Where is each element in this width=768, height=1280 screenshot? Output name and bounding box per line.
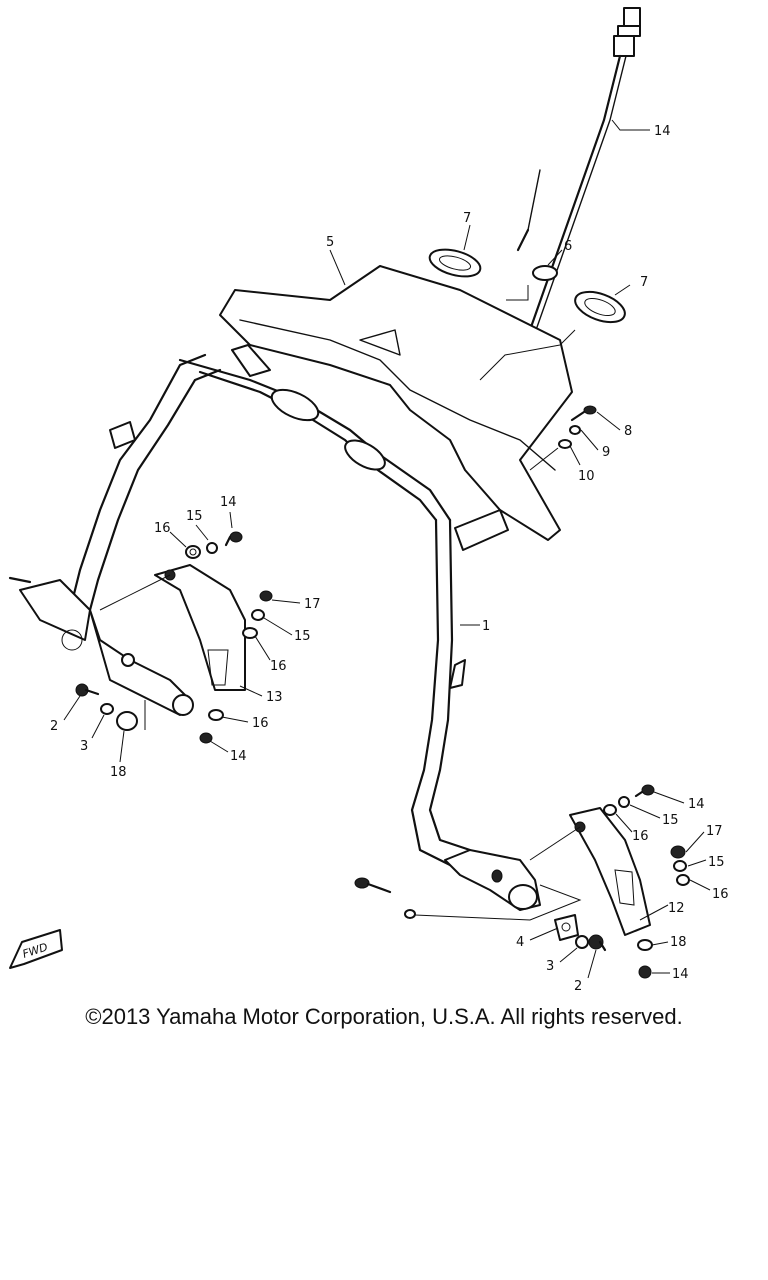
washer-part-15-right-upper — [618, 796, 630, 808]
washer-part-15-left-mid — [251, 609, 265, 621]
callout-15-left-mid: 15 — [294, 629, 311, 644]
copyright-notice: ©2013 Yamaha Motor Corporation, U.S.A. A… — [85, 1004, 683, 1029]
washer-part-16-left-mid — [242, 627, 258, 639]
callout-18-left: 18 — [110, 765, 127, 780]
parts-diagram: 14 7 5 6 7 8 9 10 1 14 15 16 17 15 16 13… — [8, 7, 729, 994]
bolt-part-14-right-upper — [634, 784, 655, 798]
washer-part-10 — [529, 439, 572, 471]
washer-part-15-left-upper — [206, 542, 218, 554]
callout-12: 12 — [668, 901, 685, 916]
bolt-left-of-right-bracket — [354, 877, 416, 919]
callout-17-left: 17 — [304, 597, 321, 612]
callout-16-right-upper: 16 — [632, 829, 649, 844]
nut-part-17-left — [259, 590, 273, 602]
callout-7-right: 7 — [640, 275, 648, 290]
bolt-part-14-left-upper — [224, 531, 243, 547]
callout-18-right: 18 — [670, 935, 687, 950]
callout-7-left: 7 — [463, 211, 471, 226]
callout-2-right: 2 — [574, 979, 582, 994]
callout-14-left-upper: 14 — [220, 495, 237, 510]
washer-part-16-left-upper — [185, 545, 201, 559]
callout-16-right-mid: 16 — [712, 887, 729, 902]
grommet-part-7-right — [559, 290, 626, 346]
callout-5: 5 — [326, 235, 334, 250]
callout-15-right-upper: 15 — [662, 813, 679, 828]
callout-labels: 14 7 5 6 7 8 9 10 1 14 15 16 17 15 16 13… — [50, 124, 729, 994]
washer-part-18-left — [116, 711, 138, 731]
washer-part-9 — [569, 425, 581, 435]
callout-6: 6 — [564, 239, 572, 254]
callout-14-left-low: 14 — [230, 749, 247, 764]
fwd-arrow-icon: FWD — [9, 929, 63, 969]
callout-16-left-mid: 16 — [270, 659, 287, 674]
callout-9: 9 — [602, 445, 610, 460]
washer-part-16-left-low — [208, 709, 224, 721]
callout-14-right-upper: 14 — [688, 797, 705, 812]
callout-3-right: 3 — [546, 959, 554, 974]
grommet-part-6 — [506, 265, 558, 301]
washer-part-18-right — [637, 939, 653, 951]
callout-2-left: 2 — [50, 719, 58, 734]
plate-part-12 — [569, 807, 651, 936]
callout-14-right-low: 14 — [672, 967, 689, 982]
leader-lines — [63, 119, 711, 979]
washer-part-16-right-upper — [603, 804, 617, 816]
left-bracket — [8, 576, 194, 716]
washer-part-3-right — [575, 935, 589, 949]
grommet-part-7-left — [428, 248, 482, 278]
bolt-part-14-left-low — [199, 732, 213, 744]
nut-part-17-right — [670, 845, 686, 859]
callout-10: 10 — [578, 469, 595, 484]
callout-16-left-upper: 16 — [154, 521, 171, 536]
callout-15-left-upper: 15 — [186, 509, 203, 524]
callout-17-right: 17 — [706, 824, 723, 839]
callout-15-right-mid: 15 — [708, 855, 725, 870]
bolt-part-2-left — [75, 683, 100, 697]
callout-11: 14 — [654, 124, 671, 139]
callout-4: 4 — [516, 935, 524, 950]
cable-part — [516, 7, 641, 332]
washer-part-3-left — [100, 703, 114, 715]
callout-1: 1 — [482, 619, 490, 634]
panel-part — [219, 265, 573, 541]
screw-part-8 — [570, 405, 597, 422]
callout-16-left-low: 16 — [252, 716, 269, 731]
plate-part-13 — [154, 564, 246, 691]
bolt-part-14-right-low — [638, 965, 652, 979]
washer-part-15-right-mid — [673, 860, 687, 872]
callout-8: 8 — [624, 424, 632, 439]
spacer-part-4 — [554, 914, 579, 941]
frame-part — [68, 344, 541, 911]
bolt-part-2-right — [588, 934, 607, 952]
washer-part-16-right-mid — [676, 874, 690, 886]
callout-13: 13 — [266, 690, 283, 705]
callout-3-left: 3 — [80, 739, 88, 754]
